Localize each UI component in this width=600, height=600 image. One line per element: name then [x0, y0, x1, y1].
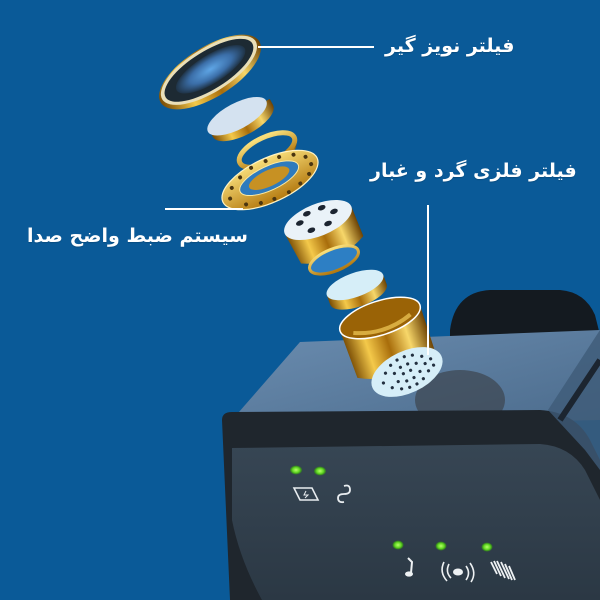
led-row-bottom: [392, 540, 493, 552]
leader-line-voice-system: [165, 208, 243, 210]
battery-icon: [292, 487, 320, 501]
loop-icon: [337, 484, 351, 504]
music-note-icon: [405, 557, 414, 577]
metal-mesh-grille: [371, 347, 443, 397]
inner-ring: [308, 244, 360, 276]
callout-metal-dust-filter: فیلتر فلزی گرد و غبار: [370, 160, 577, 182]
led-row-top: [290, 465, 326, 476]
callout-noise-filter: فیلتر نویز گیر: [385, 35, 515, 57]
wireless-icon: [441, 561, 475, 583]
led-indicator: [481, 542, 493, 552]
noise-filter-disc: [159, 34, 261, 110]
device: [222, 290, 600, 600]
leader-line-noise-filter: [258, 46, 374, 48]
led-indicator: [314, 466, 326, 476]
led-indicator: [290, 465, 302, 475]
led-indicator: [392, 540, 404, 550]
noise-bars-icon: [490, 560, 516, 581]
callout-voice-recording-system: سیستم ضبط واضح صدا: [27, 225, 248, 247]
white-foam-disc: [326, 269, 387, 310]
led-indicator: [435, 541, 447, 551]
white-membrane-disc: [207, 96, 274, 142]
perforated-gold-flange: [221, 149, 319, 211]
leader-line-dust-filter: [427, 205, 429, 355]
